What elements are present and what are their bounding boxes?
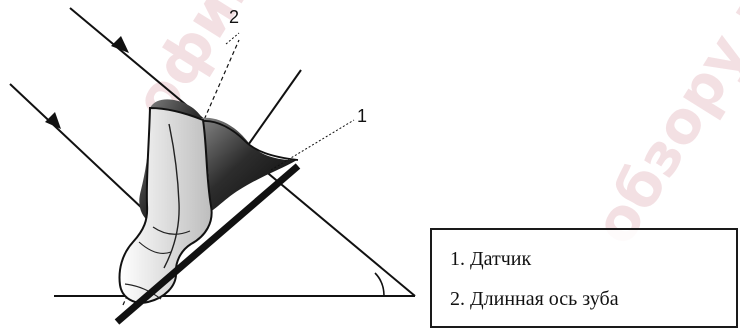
long-axis-line xyxy=(122,39,240,306)
label-1-line xyxy=(270,119,355,171)
tooth-outline xyxy=(118,106,213,304)
crown-inner-line-2 xyxy=(138,241,172,254)
label-1: 1 xyxy=(357,106,367,126)
sensor-bar xyxy=(114,163,301,325)
label-2: 2 xyxy=(229,7,239,27)
upper-arrow-icon xyxy=(111,36,129,53)
legend-box: 1. Датчик 2. Длинная ось зуба xyxy=(430,228,738,328)
root-fill xyxy=(196,117,297,214)
crown-inner-line xyxy=(152,226,191,235)
root-outline xyxy=(202,120,299,161)
label-2-line xyxy=(225,32,240,45)
pulp-line xyxy=(163,123,180,269)
lower-arrow-icon xyxy=(45,112,61,129)
angle-arc xyxy=(374,272,385,297)
crown-bottom-line xyxy=(124,283,162,300)
legend-item-tooth-axis: 2. Длинная ось зуба xyxy=(450,288,619,310)
legend-item-sensor: 1. Датчик xyxy=(450,248,532,270)
